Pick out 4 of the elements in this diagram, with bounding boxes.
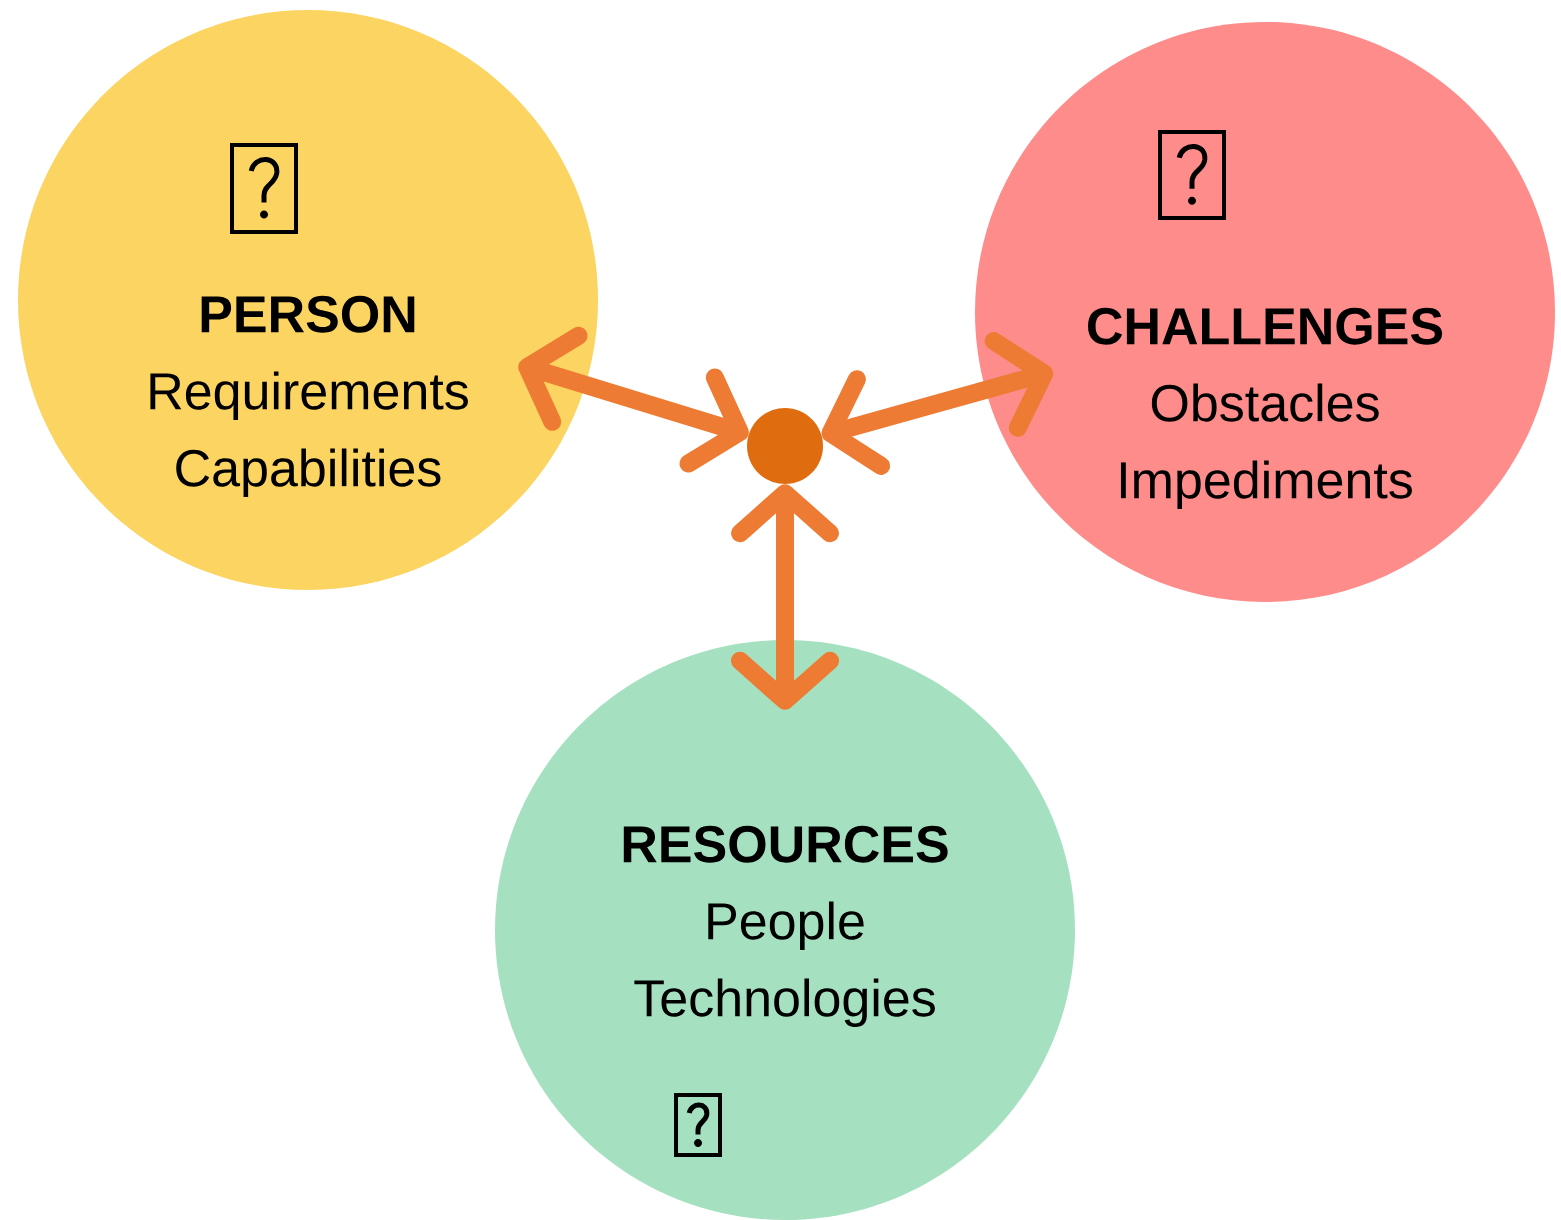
double-arrow xyxy=(821,332,1054,475)
hub-dot xyxy=(747,408,823,484)
double-arrow xyxy=(518,326,749,473)
double-arrow xyxy=(731,484,839,710)
